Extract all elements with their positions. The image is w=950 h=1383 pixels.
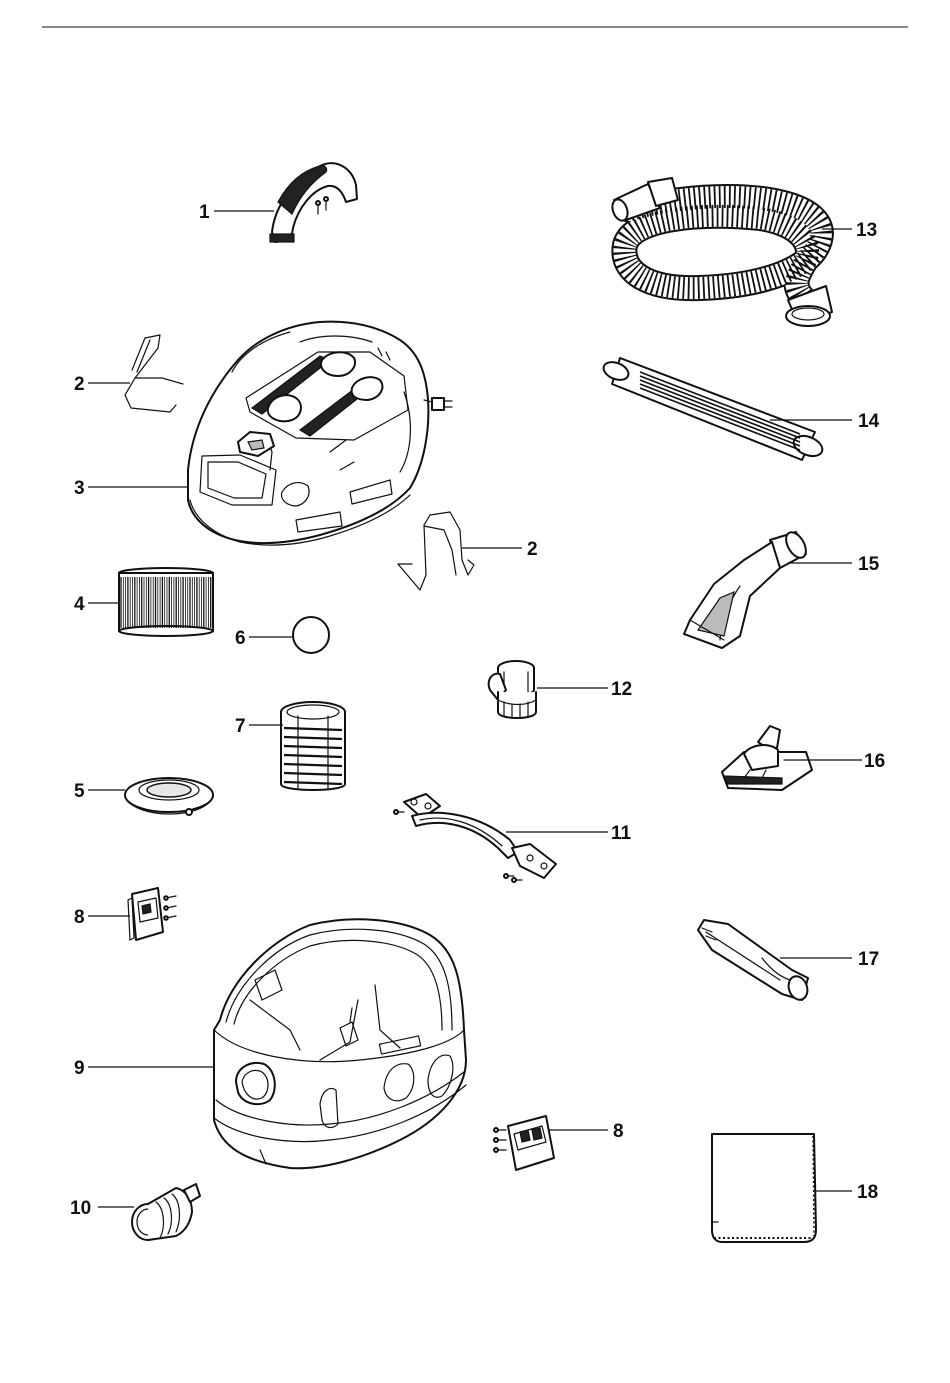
label-9: 9	[74, 1058, 85, 1079]
label-8a: 8	[74, 907, 85, 928]
decor-stroke	[640, 376, 800, 438]
decor-stroke	[640, 380, 800, 442]
part-16-floor-nozzle	[722, 726, 812, 790]
part-14-extension-wand	[601, 358, 825, 460]
part-15-utility-nozzle	[684, 529, 810, 648]
label-17: 17	[858, 949, 879, 970]
label-4: 4	[74, 594, 85, 615]
label-1: 1	[199, 202, 210, 223]
label-7: 7	[235, 716, 246, 737]
part-5-cage-base	[125, 778, 213, 815]
label-6: 6	[235, 628, 246, 649]
label-18: 18	[857, 1182, 878, 1203]
part-9-tank	[214, 919, 466, 1168]
part-13-hose	[610, 178, 832, 326]
decor-stroke	[640, 384, 800, 446]
part-1-carry-handle	[270, 163, 357, 242]
label-2b: 2	[527, 539, 538, 560]
label-2a: 2	[74, 374, 85, 395]
part-11-tank-handle	[394, 794, 556, 882]
part-12-blower-adapter	[489, 661, 536, 718]
part-17-crevice-tool	[698, 920, 811, 1002]
label-8b: 8	[613, 1121, 624, 1142]
label-3: 3	[74, 478, 85, 499]
part-2-cord-hook-left	[125, 335, 183, 412]
part-4-cartridge-filter	[119, 568, 213, 636]
label-5: 5	[74, 781, 85, 802]
label-12: 12	[611, 679, 632, 700]
label-15: 15	[858, 554, 880, 575]
label-14: 14	[858, 411, 880, 432]
part-3-power-head	[188, 322, 452, 545]
part-8-bracket-left	[128, 888, 176, 940]
label-10: 10	[70, 1198, 91, 1219]
label-13: 13	[856, 220, 877, 241]
part-7-filter-cage	[281, 702, 345, 790]
label-11: 11	[611, 823, 632, 844]
part-6-float	[293, 617, 329, 653]
part-18-dust-bag	[712, 1134, 816, 1242]
label-16: 16	[864, 751, 885, 772]
part-10-inlet-adapter	[132, 1184, 200, 1240]
part-8-bracket-right	[494, 1116, 554, 1170]
part-2-cord-hook-right	[398, 512, 474, 590]
